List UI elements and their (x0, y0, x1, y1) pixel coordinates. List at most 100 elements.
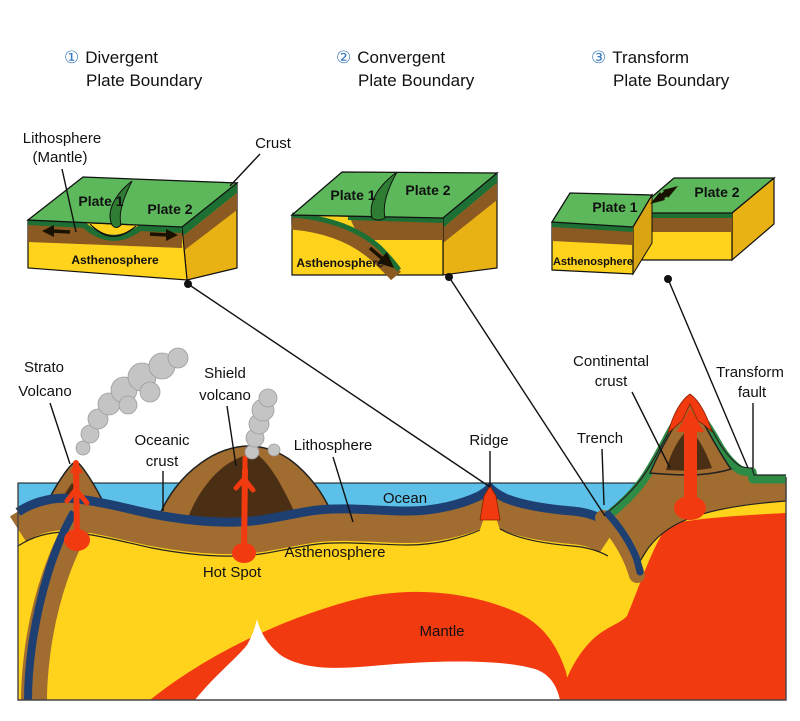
label-shield-pointer (226, 405, 237, 467)
trf-right-front-brown (633, 216, 732, 232)
con-asthenosphere-label: Asthenosphere (296, 256, 384, 270)
con-slab-green (291, 212, 402, 272)
con-side-brown (443, 183, 497, 243)
con-plate1-label: Plate 1 (330, 187, 375, 203)
oceanic-lithosphere-band (9, 494, 617, 555)
headings: ① Divergent Plate Boundary ② Convergent Pl… (64, 48, 730, 90)
strato-conduit (73, 460, 80, 541)
con-slab-brown (291, 216, 401, 281)
label-crust: Crust (229, 135, 292, 187)
heading-divergent-line2: Plate Boundary (86, 71, 203, 90)
trf-plate1-label: Plate 1 (592, 199, 637, 215)
shield-smoke-plume (244, 388, 281, 460)
oceanic-crust-line (15, 481, 608, 527)
convergent-block: Plate 1 Plate 2 Asthenosphere (290, 171, 499, 281)
connector-lines (184, 273, 749, 517)
trench-slab-brown (595, 510, 645, 583)
con-plate2-label: Plate 2 (405, 182, 450, 198)
div-arrows (42, 225, 178, 241)
label-continental-crust-pointer (631, 391, 671, 469)
ridge-peak (479, 485, 501, 521)
con-top-face (290, 171, 499, 219)
strato-smoke-plume (75, 347, 189, 456)
label-asthenosphere: Asthenosphere (285, 544, 386, 561)
div-plate1-label: Plate 1 (78, 193, 123, 209)
label-shield-volcano: Shield volcano (199, 365, 251, 467)
div-rift-valley (109, 180, 133, 228)
div-top-face (26, 176, 239, 228)
strato-conduit-branches (64, 485, 90, 506)
label-crust-text: Crust (255, 135, 292, 152)
label-lithosphere-text: Lithosphere (294, 437, 372, 454)
convergent-to-trench-line (448, 276, 606, 517)
heading-convergent-line2: Plate Boundary (358, 71, 475, 90)
div-rift-notch (89, 223, 137, 237)
ridge-diapir (476, 499, 504, 542)
labels: Lithosphere (Mantle) Crust Strato Volcan… (18, 130, 784, 640)
con-slab-arrow (368, 246, 394, 268)
mantle-plume-blob (195, 619, 560, 700)
trf-right-top (631, 177, 776, 214)
con-front-brown-right (350, 217, 443, 240)
trf-asthenosphere-label: Asthenosphere (553, 256, 633, 268)
trf-left-top (550, 192, 654, 228)
transform-block: Plate 1 Plate 2 Asthenosphere (550, 176, 776, 276)
div-plate2-label: Plate 2 (147, 201, 192, 217)
cross-section (9, 347, 787, 701)
label-hot-spot: Hot Spot (203, 564, 262, 581)
label-lithosphere-mantle-line2: (Mantle) (32, 149, 87, 166)
heading-divergent-text: Divergent (85, 48, 158, 67)
label-ridge-text: Ridge (469, 432, 508, 449)
con-side-green (443, 173, 497, 228)
trf-plate2-label: Plate 2 (694, 184, 739, 200)
label-oceanic-crust-line1: Oceanic (134, 432, 190, 449)
label-ocean: Ocean (383, 490, 427, 507)
label-lithosphere: Lithosphere (294, 437, 372, 523)
transform-to-fault-line (667, 278, 749, 469)
strato-crater (70, 460, 83, 473)
label-continental-crust: Continental crust (573, 353, 671, 469)
heading-transform: ③ Transform (591, 48, 689, 67)
label-transform-fault-line1: Transform (716, 364, 784, 381)
heading-divergent-number: ① (64, 48, 79, 67)
heading-convergent: ② Convergent (336, 48, 445, 67)
label-lithosphere-mantle-line1: Lithosphere (23, 130, 101, 147)
label-oceanic-crust: Oceanic crust (134, 432, 190, 511)
label-trench-pointer (601, 448, 605, 506)
label-oceanic-crust-line2: crust (146, 453, 179, 470)
label-lithosphere-mantle-pointer (61, 168, 77, 233)
shield-conduit-branches (233, 455, 256, 493)
label-continental-crust-line2: crust (595, 373, 628, 390)
div-asthenosphere-label: Asthenosphere (71, 253, 159, 267)
smoke-plumes (75, 347, 281, 460)
trf-fault-arrows (650, 186, 678, 204)
label-continental-crust-line1: Continental (573, 353, 649, 370)
asthenosphere-layer (18, 406, 786, 700)
trench-slab-navy (604, 510, 644, 576)
label-transform-fault-line2: fault (738, 384, 767, 401)
heading-transform-text: Transform (612, 48, 689, 67)
label-strato-volcano: Strato Volcano (18, 359, 72, 465)
heading-divergent: ① Divergent (64, 48, 158, 67)
oceanic-lithosphere-outline (17, 526, 609, 557)
divergent-to-ridge-line (187, 283, 491, 488)
heading-transform-line2: Plate Boundary (613, 71, 730, 90)
heading-transform-number: ③ (591, 48, 606, 67)
section-frame (17, 477, 787, 701)
label-mantle: Mantle (419, 623, 464, 640)
heading-convergent-number: ② (336, 48, 351, 67)
label-transform-fault: Transform fault (716, 364, 784, 468)
label-ridge: Ridge (469, 432, 509, 486)
label-lithosphere-pointer (332, 456, 354, 523)
div-front-green (27, 219, 183, 241)
heading-convergent-text: Convergent (357, 48, 445, 67)
div-side-green (182, 183, 237, 237)
label-trench: Trench (577, 430, 623, 506)
label-shield-line1: Shield (204, 365, 246, 382)
label-lithosphere-mantle: Lithosphere (Mantle) (23, 130, 101, 233)
label-strato-line2: Volcano (18, 383, 71, 400)
label-strato-pointer (49, 402, 71, 465)
con-crease (370, 171, 398, 221)
